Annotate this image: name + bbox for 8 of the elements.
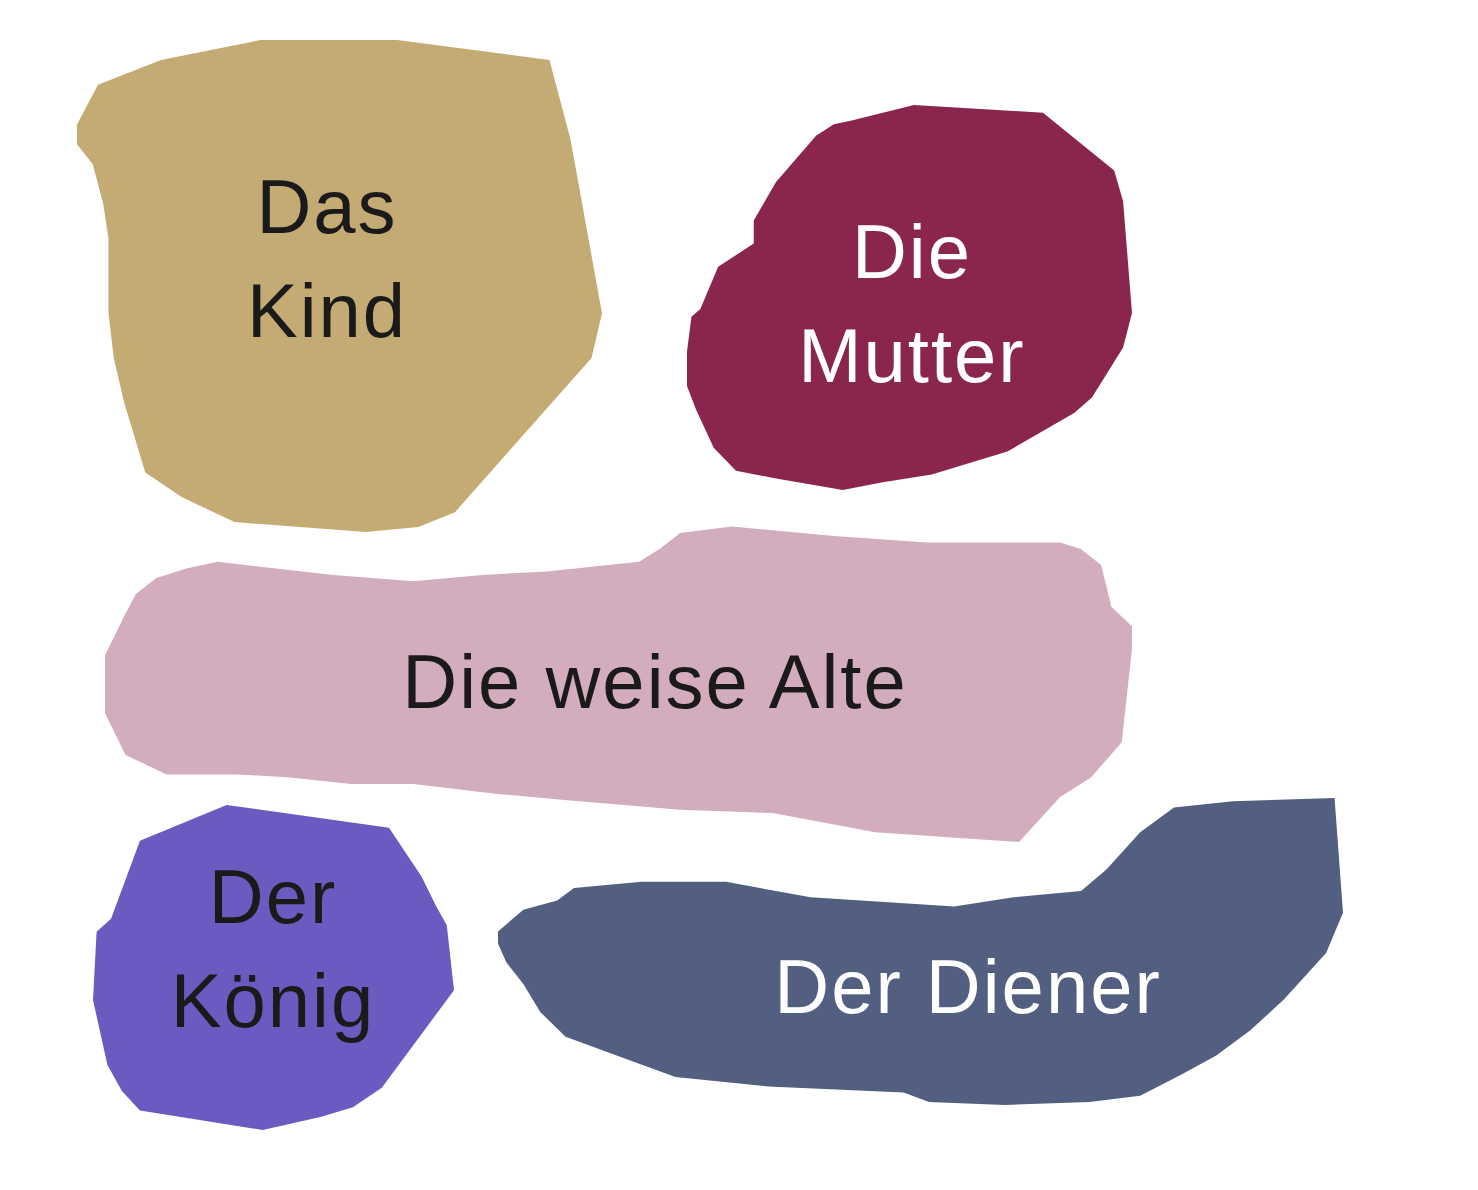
- blob: [498, 795, 1343, 1105]
- blob-label: Die weise Alte: [401, 638, 909, 726]
- blob: [93, 805, 454, 1130]
- blob-label: Der König: [169, 853, 377, 1045]
- blob-label: Das Kind: [245, 163, 409, 355]
- blob-label: Der Diener: [773, 943, 1163, 1031]
- blob-label: Die Mutter: [797, 208, 1027, 400]
- blob: [687, 105, 1132, 490]
